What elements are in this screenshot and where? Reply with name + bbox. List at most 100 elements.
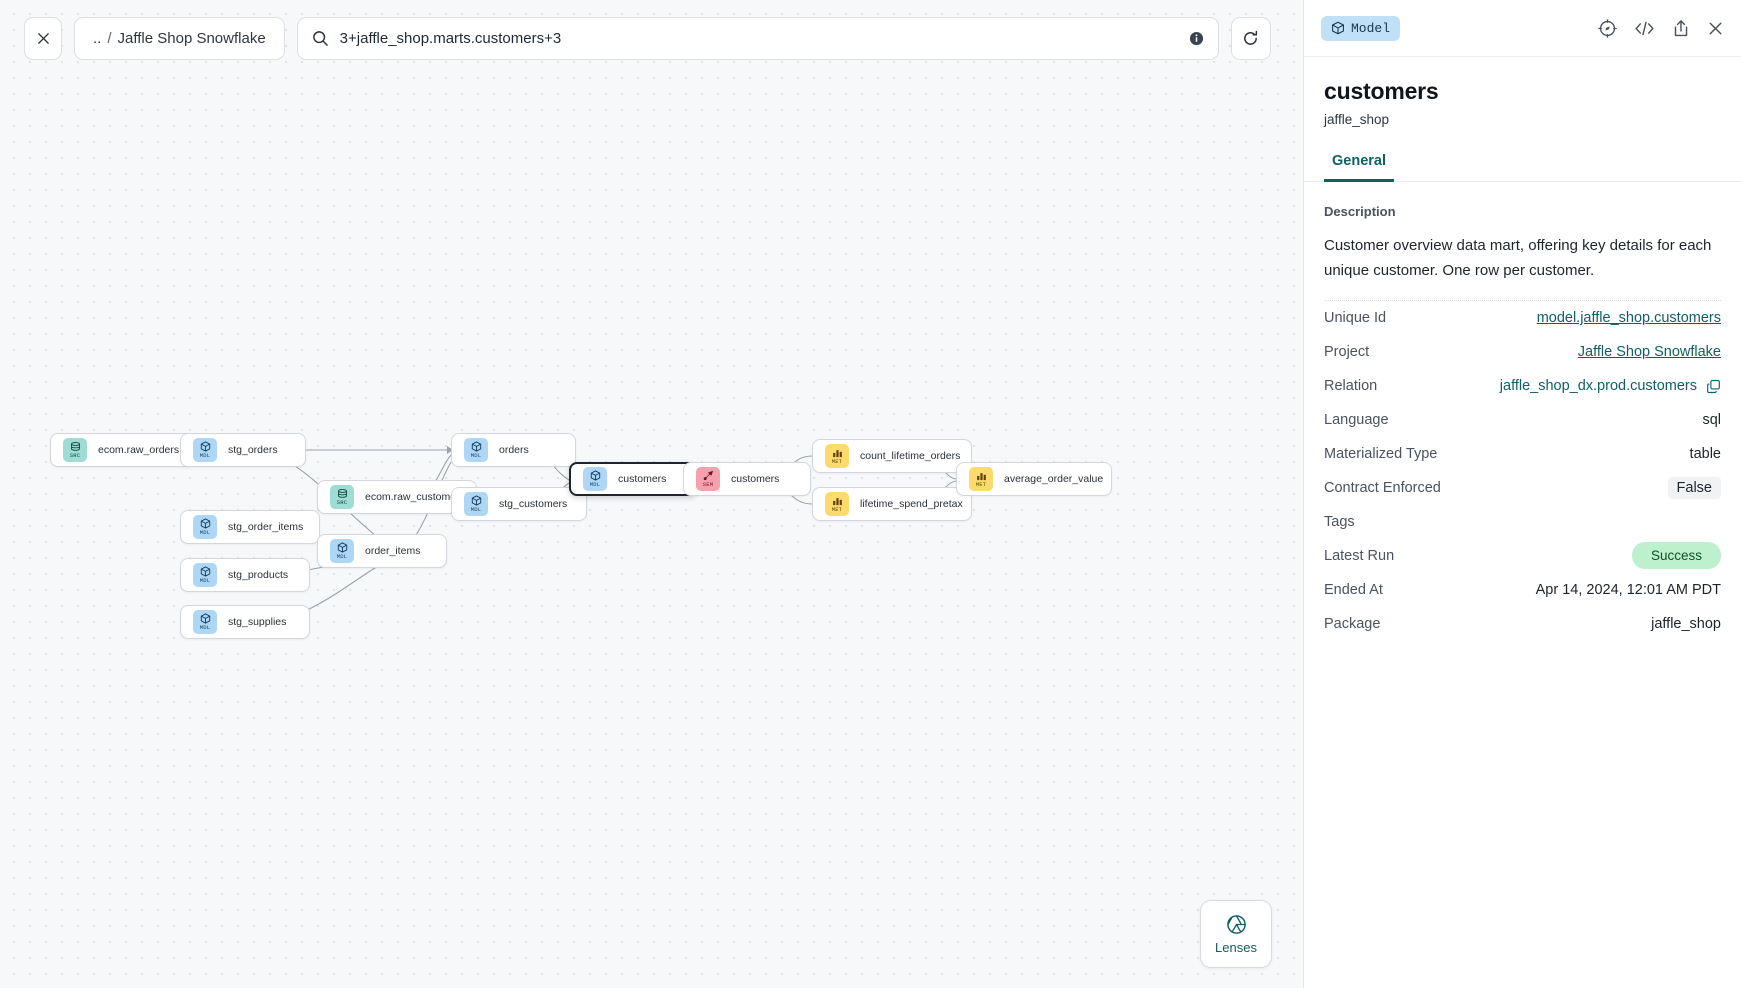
node-type-label: Model	[1351, 20, 1391, 36]
close-lineage-button[interactable]	[24, 17, 62, 60]
property-row: Unique Id model.jaffle_shop.customers	[1324, 301, 1721, 335]
description-label: Description	[1324, 204, 1396, 219]
lineage-node-label: stg_supplies	[228, 616, 287, 628]
sem-badge-icon: SEM	[696, 467, 720, 491]
canvas-toolbar: .. / Jaffle Shop Snowflake	[24, 17, 1271, 60]
property-key: Contract Enforced	[1324, 480, 1441, 496]
property-key: Ended At	[1324, 582, 1383, 598]
search-icon	[312, 30, 329, 47]
close-icon[interactable]	[1707, 20, 1724, 37]
page-subtitle: jaffle_shop	[1324, 112, 1390, 127]
details-title-block: customers jaffle_shop	[1304, 57, 1741, 127]
lineage-search-box[interactable]	[296, 17, 1219, 60]
description-text: Customer overview data mart, offering ke…	[1324, 237, 1712, 279]
lineage-node-label: ecom.raw_customers	[365, 491, 465, 503]
lineage-node-label: stg_customers	[499, 498, 568, 510]
mdl-badge-icon: MDL	[464, 438, 488, 462]
lineage-node-label: stg_order_items	[228, 521, 304, 533]
lineage-node-label: average_order_value	[1004, 473, 1104, 485]
property-value: Success	[1631, 542, 1721, 569]
mdl-badge-icon: MDL	[193, 438, 217, 462]
property-row: Tags	[1324, 505, 1721, 539]
met-badge-icon: MET	[825, 444, 849, 468]
lineage-node-ecom_raw_orders[interactable]: SRC ecom.raw_orders	[50, 433, 194, 467]
lineage-node-stg_order_items[interactable]: MDL stg_order_items	[180, 510, 320, 544]
lineage-node-stg_orders[interactable]: MDL stg_orders	[180, 433, 306, 467]
property-value[interactable]: model.jaffle_shop.customers	[1536, 310, 1721, 326]
breadcrumb[interactable]: .. / Jaffle Shop Snowflake	[74, 17, 285, 60]
relation-value: jaffle_shop_dx.prod.customers	[1499, 378, 1697, 394]
lineage-node-label: stg_products	[228, 569, 289, 581]
cube-icon	[1332, 21, 1344, 35]
lineage-node-customers_model[interactable]: MDL customers	[569, 462, 697, 496]
property-row: Ended At Apr 14, 2024, 12:01 AM PDT	[1324, 573, 1721, 607]
node-type-chip[interactable]: Model	[1321, 15, 1401, 41]
mdl-badge-icon: MDL	[464, 492, 488, 516]
refresh-button[interactable]	[1230, 17, 1271, 60]
details-header: Model	[1304, 0, 1741, 57]
src-badge-icon: SRC	[330, 485, 354, 509]
mdl-badge-icon: MDL	[193, 563, 217, 587]
property-value: False	[1667, 477, 1721, 499]
share-icon[interactable]	[1672, 19, 1690, 38]
lineage-node-average_order_value[interactable]: MET average_order_value	[956, 462, 1112, 496]
mdl-badge-icon: MDL	[193, 610, 217, 634]
lineage-node-stg_supplies[interactable]: MDL stg_supplies	[180, 605, 310, 639]
property-value: sql	[1702, 412, 1721, 428]
property-row: Contract Enforced False	[1324, 471, 1721, 505]
property-key: Project	[1324, 344, 1370, 360]
details-header-actions	[1598, 18, 1724, 38]
lenses-button[interactable]: Lenses	[1200, 900, 1272, 968]
met-badge-icon: MET	[825, 492, 849, 516]
focus-icon[interactable]	[1598, 18, 1617, 38]
property-value: Apr 14, 2024, 12:01 AM PDT	[1535, 582, 1721, 598]
close-icon	[37, 33, 49, 44]
property-key: Package	[1324, 616, 1381, 632]
property-value: table	[1689, 446, 1721, 462]
section-divider	[1324, 300, 1721, 301]
details-panel: Model	[1303, 0, 1741, 988]
code-icon[interactable]	[1634, 19, 1655, 38]
mdl-badge-icon: MDL	[583, 467, 607, 491]
status-badge: False	[1667, 477, 1721, 499]
info-icon[interactable]	[1189, 31, 1204, 46]
status-badge: Success	[1631, 542, 1721, 569]
property-key: Tags	[1324, 514, 1355, 530]
mdl-badge-icon: MDL	[193, 515, 217, 539]
property-value: jaffle_shop	[1651, 616, 1721, 632]
breadcrumb-separator: /	[107, 30, 112, 47]
lineage-node-stg_products[interactable]: MDL stg_products	[180, 558, 310, 592]
property-row: Package jaffle_shop	[1324, 607, 1721, 641]
property-value[interactable]: Jaffle Shop Snowflake	[1577, 344, 1721, 360]
lineage-node-stg_customers[interactable]: MDL stg_customers	[451, 487, 587, 521]
lineage-canvas[interactable]: .. / Jaffle Shop Snowflake	[0, 0, 1303, 988]
property-key: Unique Id	[1324, 310, 1387, 326]
lineage-node-lifetime_spend_pretax[interactable]: MET lifetime_spend_pretax	[812, 487, 972, 521]
lineage-node-label: customers	[618, 473, 667, 485]
property-row: Project Jaffle Shop Snowflake	[1324, 335, 1721, 369]
lineage-node-label: stg_orders	[228, 444, 278, 456]
met-badge-icon: MET	[969, 467, 993, 491]
page-title: customers	[1324, 78, 1439, 104]
property-value[interactable]: jaffle_shop_dx.prod.customers	[1500, 378, 1721, 394]
copy-icon[interactable]	[1706, 379, 1721, 394]
search-input[interactable]	[339, 30, 1181, 47]
lineage-node-label: order_items	[365, 545, 421, 557]
lineage-node-label: ecom.raw_orders	[98, 444, 180, 456]
tab-general[interactable]: General	[1324, 153, 1394, 182]
breadcrumb-prefix: ..	[93, 30, 102, 47]
lineage-node-ecom_raw_customers[interactable]: SRC ecom.raw_customers	[317, 480, 477, 514]
breadcrumb-project: Jaffle Shop Snowflake	[117, 30, 266, 47]
src-badge-icon: SRC	[63, 438, 87, 462]
lineage-node-label: lifetime_spend_pretax	[860, 498, 963, 510]
lenses-label: Lenses	[1215, 939, 1257, 955]
